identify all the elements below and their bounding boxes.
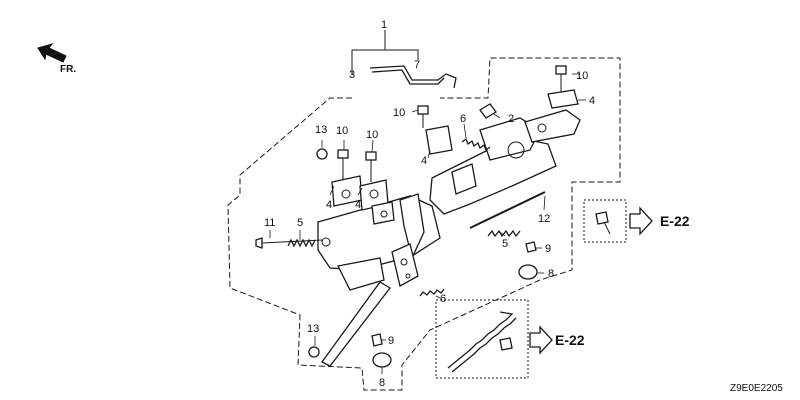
callout-13: 13 (307, 323, 319, 335)
callout-10: 10 (393, 107, 405, 119)
spring-part (419, 288, 445, 297)
callout-10: 10 (366, 129, 378, 141)
callout-4: 4 (326, 199, 332, 211)
nut-part (308, 346, 320, 358)
callout-9: 9 (545, 243, 551, 255)
long-bolt-part (255, 237, 263, 249)
callout-1: 1 (381, 19, 387, 31)
callout-8: 8 (548, 268, 554, 280)
callout-12: 12 (538, 213, 550, 225)
cap-part (518, 264, 538, 280)
callout-13: 13 (315, 124, 327, 136)
reference-arrow-icon (629, 206, 653, 236)
plate-part (547, 89, 579, 109)
callout-10: 10 (576, 70, 588, 82)
spring-part (487, 229, 521, 238)
spring-part (447, 311, 517, 373)
callout-6: 6 (460, 113, 466, 125)
callout-6: 6 (440, 293, 446, 305)
nut-part (316, 148, 328, 160)
reference-box-upper (583, 199, 627, 243)
control-linkage-rod (321, 281, 391, 367)
front-direction-arrow-icon (37, 43, 67, 63)
screw-part (499, 337, 513, 351)
assembly-boundary (227, 57, 621, 391)
reference-arrow-icon (529, 325, 553, 355)
callout-5: 5 (502, 238, 508, 250)
reference-label-lower: E-22 (555, 332, 585, 348)
screw-part (595, 211, 609, 225)
callout-4: 4 (421, 155, 427, 167)
rod-part (469, 191, 546, 229)
main-bracket (317, 175, 441, 291)
screw-part (525, 241, 537, 253)
wire-part (369, 65, 457, 89)
callout-11: 11 (264, 217, 275, 229)
cap-part (372, 352, 392, 368)
callout-10: 10 (336, 125, 348, 137)
spring-part (287, 238, 316, 248)
diagram-code: Z9E0E2205 (730, 383, 783, 394)
callout-9: 9 (388, 335, 394, 347)
screw-part (371, 333, 383, 347)
callout-7: 7 (414, 59, 420, 71)
front-direction-label: FR. (60, 64, 76, 75)
leader-lines (269, 73, 586, 374)
callout-1-bracket (351, 30, 419, 75)
callout-2: 2 (508, 113, 514, 125)
callout-4: 4 (589, 95, 595, 107)
spring-part (461, 137, 491, 152)
callout-8: 8 (379, 377, 385, 389)
reference-label-upper: E-22 (660, 213, 690, 229)
callout-4: 4 (355, 199, 361, 211)
governor-arm-assembly (425, 109, 581, 215)
reference-box-lower (435, 299, 529, 379)
clip-part (479, 103, 497, 119)
callout-3: 3 (349, 69, 355, 81)
callout-5: 5 (297, 217, 303, 229)
